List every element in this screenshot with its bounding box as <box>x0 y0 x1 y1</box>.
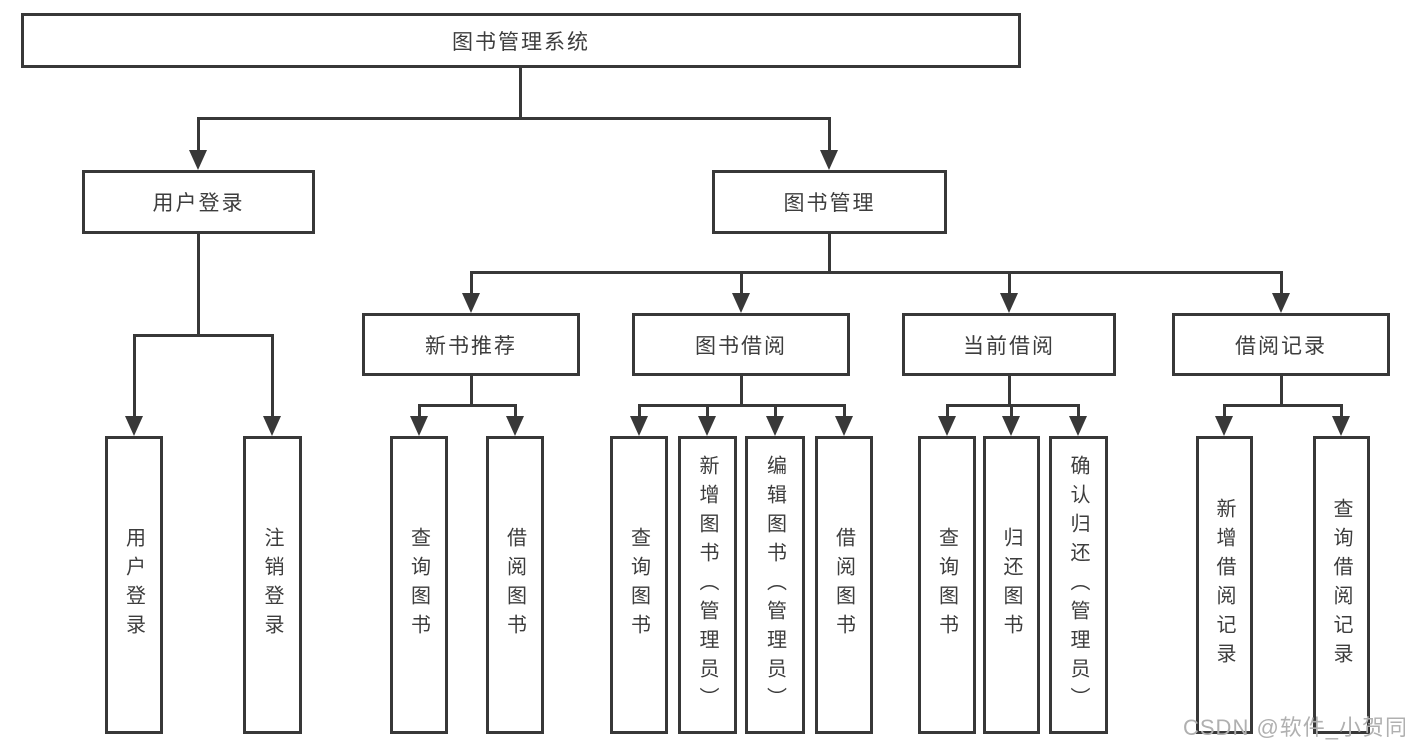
node-book-mgmt-label: 图书管理 <box>783 192 876 215</box>
arrowhead-leaf <box>506 416 524 436</box>
leaf-confirm-return-admin: 确认归还（管理员） <box>1049 436 1108 734</box>
connector-leaf-stem <box>1223 404 1226 418</box>
leaf-label: 归还图书 <box>1000 527 1022 643</box>
connector-to-book-mgmt <box>828 117 831 154</box>
connector-leaf-stem <box>843 404 846 418</box>
leaf-query-books-current: 查询图书 <box>918 436 976 734</box>
connector-leaf-stem <box>946 404 949 418</box>
connector-level2-rail <box>470 271 1282 274</box>
arrowhead-leaf <box>835 416 853 436</box>
leaf-label: 查询图书 <box>407 527 430 643</box>
arrowhead-leaf <box>938 416 956 436</box>
leaf-label: 新增图书（管理员） <box>696 454 718 716</box>
node-root-system: 图书管理系统 <box>21 13 1021 68</box>
leaf-user-login-label: 用户登录 <box>122 527 145 643</box>
leaf-borrow-books-recommend: 借阅图书 <box>486 436 544 734</box>
leaf-add-books-admin: 新增图书（管理员） <box>678 436 737 734</box>
connector-root-stem <box>519 68 522 118</box>
connector-user-login-rail <box>133 334 274 337</box>
connector-new-book-rail <box>418 404 516 407</box>
connector-to-logout-leaf <box>271 334 274 418</box>
leaf-query-books-borrow: 查询图书 <box>610 436 668 734</box>
leaf-label: 编辑图书（管理员） <box>763 454 786 716</box>
watermark: CSDN @软件_小贺同学 <box>1183 715 1405 740</box>
connector-borrow-records-stem <box>1280 376 1283 406</box>
connector-leaf-stem <box>774 404 777 418</box>
node-new-book-recommend-label: 新书推荐 <box>425 334 517 358</box>
leaf-logout: 注销登录 <box>243 436 302 734</box>
arrowhead-leaf <box>1332 416 1350 436</box>
node-root-system-label: 图书管理系统 <box>452 30 590 54</box>
arrowhead-book-mgmt <box>820 150 838 170</box>
leaf-logout-label: 注销登录 <box>261 527 283 643</box>
leaf-query-books-recommend: 查询图书 <box>390 436 448 734</box>
arrowhead-user-login <box>189 150 207 170</box>
arrowhead-leaf <box>630 416 648 436</box>
arrowhead-current-borrow <box>1000 293 1018 313</box>
leaf-return-books: 归还图书 <box>983 436 1040 734</box>
arrowhead-leaf <box>1215 416 1233 436</box>
connector-leaf-stem <box>418 404 421 418</box>
connector-leaf-stem <box>1010 404 1013 418</box>
connector-borrow-records-rail <box>1223 404 1342 407</box>
node-book-borrow-label: 图书借阅 <box>695 334 787 358</box>
arrowhead-new-book <box>462 293 480 313</box>
leaf-borrow-books: 借阅图书 <box>815 436 873 734</box>
node-book-mgmt: 图书管理 <box>712 170 947 234</box>
arrowhead-leaf <box>766 416 784 436</box>
arrowhead-login-leaf <box>125 416 143 436</box>
connector-leaf-stem <box>1340 404 1343 418</box>
node-borrow-records: 借阅记录 <box>1172 313 1390 376</box>
leaf-label: 查询借阅记录 <box>1330 498 1352 672</box>
connector-to-user-login <box>197 117 200 154</box>
connector-current-borrow-stem <box>1008 376 1011 406</box>
connector-to-borrow-records <box>1280 271 1283 297</box>
connector-leaf-stem <box>1077 404 1080 418</box>
node-user-login: 用户登录 <box>82 170 315 234</box>
connector-book-borrow-stem <box>740 376 743 406</box>
node-user-login-label: 用户登录 <box>152 192 245 215</box>
connector-leaf-stem <box>706 404 709 418</box>
node-borrow-records-label: 借阅记录 <box>1235 334 1327 358</box>
arrowhead-borrow-records <box>1272 293 1290 313</box>
arrowhead-leaf <box>698 416 716 436</box>
connector-book-mgmt-stem <box>828 234 831 274</box>
connector-to-book-borrow <box>740 271 743 297</box>
leaf-label: 查询图书 <box>627 527 650 643</box>
node-book-borrow: 图书借阅 <box>632 313 850 376</box>
connector-to-current-borrow <box>1008 271 1011 297</box>
leaf-edit-books-admin: 编辑图书（管理员） <box>745 436 805 734</box>
node-current-borrow: 当前借阅 <box>902 313 1116 376</box>
arrowhead-book-borrow <box>732 293 750 313</box>
connector-leaf-stem <box>638 404 641 418</box>
connector-new-book-stem <box>470 376 473 406</box>
connector-book-borrow-rail <box>638 404 845 407</box>
connector-user-login-stem <box>197 234 200 336</box>
arrowhead-leaf <box>410 416 428 436</box>
connector-to-login-leaf <box>133 334 136 418</box>
node-current-borrow-label: 当前借阅 <box>963 334 1055 358</box>
connector-leaf-stem <box>514 404 517 418</box>
leaf-label: 借阅图书 <box>832 527 855 643</box>
leaf-user-login: 用户登录 <box>105 436 163 734</box>
leaf-label: 新增借阅记录 <box>1213 498 1235 672</box>
arrowhead-leaf <box>1069 416 1087 436</box>
leaf-add-borrow-record: 新增借阅记录 <box>1196 436 1253 734</box>
node-new-book-recommend: 新书推荐 <box>362 313 580 376</box>
arrowhead-leaf <box>1002 416 1020 436</box>
connector-level1-rail <box>198 117 831 120</box>
leaf-label: 确认归还（管理员） <box>1067 454 1089 716</box>
leaf-label: 查询图书 <box>935 527 958 643</box>
arrowhead-logout-leaf <box>263 416 281 436</box>
leaf-label: 借阅图书 <box>503 527 526 643</box>
connector-to-new-book <box>470 271 473 297</box>
leaf-query-borrow-record: 查询借阅记录 <box>1313 436 1370 734</box>
